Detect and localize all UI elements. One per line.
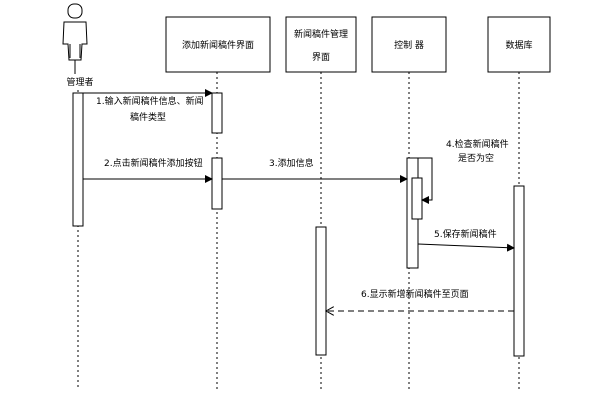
message-2-label: 2.点击新闻稿件添加按钮 (104, 157, 203, 169)
participant-box-news-manage-ui (285, 16, 357, 73)
participant-box-database (487, 16, 551, 73)
activation-news-manage-ui (315, 226, 327, 356)
message-3-label: 3.添加信息 (269, 157, 314, 169)
participant-label-news-manage-ui-line2: 界面 (312, 52, 330, 63)
actor-admin: 管理者 (62, 3, 94, 88)
message-4-self-arrow (418, 157, 433, 204)
message-4-label-line1: 4.检查新闻稿件 (446, 138, 509, 150)
participant-box-add-news-ui (165, 16, 271, 73)
activation-add-news-ui-2 (211, 157, 223, 210)
participant-label-controller: 控制 器 (394, 39, 424, 51)
message-5-arrow (417, 243, 515, 252)
person-icon (62, 3, 88, 74)
message-4-label-line2: 是否为空 (458, 152, 494, 164)
participant-label-database: 数据库 (505, 39, 532, 51)
activation-add-news-ui-1 (211, 92, 223, 134)
message-6-label: 6.显示新增新闻稿件至页面 (361, 288, 469, 300)
message-1-label-line2: 稿件类型 (130, 111, 166, 123)
activation-admin (72, 92, 84, 227)
participant-label-news-manage-ui-line1: 新闻稿件管理 (294, 28, 348, 40)
activation-database (513, 185, 525, 357)
activation-controller-self (411, 177, 423, 220)
message-1-label-line1: 1.输入新闻稿件信息、新闻 (96, 95, 204, 107)
actor-label: 管理者 (66, 76, 93, 88)
message-5-label: 5.保存新闻稿件 (434, 228, 497, 240)
participant-label-add-news-ui: 添加新闻稿件界面 (182, 39, 254, 51)
participant-box-controller (371, 16, 447, 73)
